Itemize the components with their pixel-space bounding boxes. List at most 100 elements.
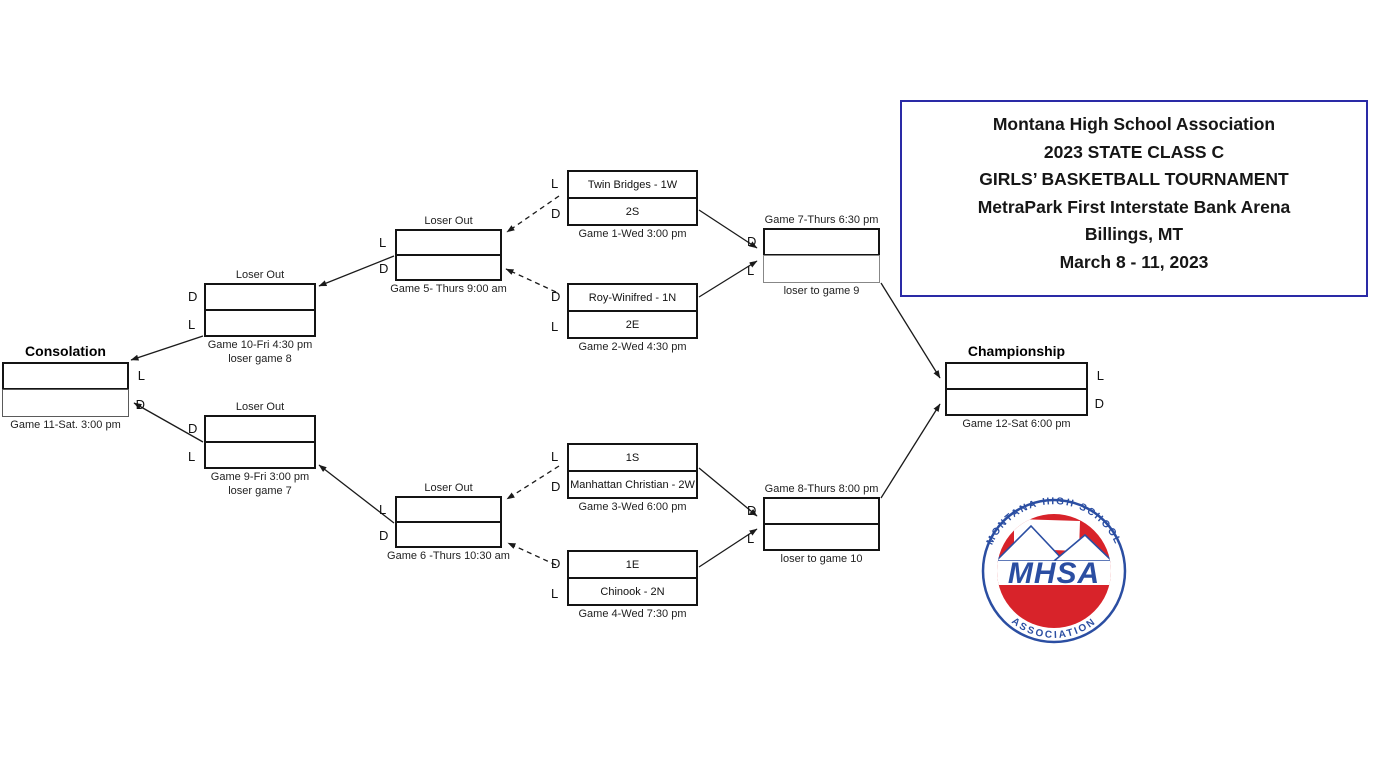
result-label-bottom: D bbox=[1094, 396, 1104, 411]
game-box: 1S Manhattan Christian - 2W L D bbox=[551, 443, 698, 499]
title-line: Montana High School Association bbox=[992, 114, 1276, 134]
result-label-top: L bbox=[551, 449, 559, 464]
result-label-top: D bbox=[188, 421, 198, 436]
logo-white-band bbox=[997, 561, 1111, 585]
game-caption: Game 2-Wed 4:30 pm bbox=[578, 341, 687, 353]
result-label-top: D bbox=[747, 503, 757, 518]
game-header: Game 8-Thurs 8:00 pm bbox=[764, 483, 879, 495]
team-slot-bottom: Chinook - 2N bbox=[567, 577, 698, 606]
result-label-top: L bbox=[1096, 368, 1104, 383]
result-label-top: D bbox=[747, 234, 757, 249]
game-box: Twin Bridges - 1W 2S L D bbox=[551, 170, 698, 226]
team-slot-bottom bbox=[395, 254, 502, 281]
game-caption: Game 6 -Thurs 10:30 am bbox=[387, 550, 510, 562]
team-slot-top: Twin Bridges - 1W bbox=[567, 170, 698, 199]
result-label-top: L bbox=[551, 176, 559, 191]
game-caption: Game 4-Wed 7:30 pm bbox=[578, 608, 687, 620]
team-slot-top: 1E bbox=[567, 550, 698, 579]
team-slot-bottom bbox=[945, 388, 1088, 416]
team-slot-bottom: 2S bbox=[567, 197, 698, 226]
team-slot-top bbox=[945, 362, 1088, 390]
result-label-bottom: L bbox=[747, 531, 755, 546]
game-9: Loser Out D L Game 9-Fri 3:00 pm loser g… bbox=[188, 401, 316, 497]
round-title: Consolation bbox=[25, 343, 106, 359]
game-4: 1E Chinook - 2N D L Game 4-Wed 7:30 pm bbox=[551, 550, 698, 620]
game-5: Loser Out L D Game 5- Thurs 9:00 am bbox=[379, 215, 507, 295]
team-slot-bottom bbox=[2, 389, 129, 417]
result-label-top: L bbox=[379, 235, 387, 250]
game-1: Twin Bridges - 1W 2S L D Game 1-Wed 3:00… bbox=[551, 170, 698, 240]
tournament-title-panel: Montana High School Association 2023 STA… bbox=[900, 100, 1368, 297]
game-box: L D bbox=[2, 362, 145, 417]
game-caption: Game 5- Thurs 9:00 am bbox=[390, 283, 507, 295]
mhsa-monogram: MHSA bbox=[1008, 557, 1100, 590]
team-slot-bottom: Manhattan Christian - 2W bbox=[567, 470, 698, 499]
team-slot-top bbox=[204, 415, 316, 443]
game-6: Loser Out L D Game 6 -Thurs 10:30 am bbox=[379, 482, 510, 562]
result-label-bottom: L bbox=[188, 449, 196, 464]
result-label-bottom: L bbox=[188, 317, 196, 332]
game-header: Loser Out bbox=[235, 401, 285, 413]
game-box: D L bbox=[747, 228, 880, 283]
result-label-top: L bbox=[379, 502, 387, 517]
game-note: loser to game 9 bbox=[783, 285, 860, 297]
result-label-top: D bbox=[551, 289, 561, 304]
result-label-bottom: L bbox=[551, 586, 559, 601]
team-slot-bottom bbox=[204, 309, 316, 337]
title-line: March 8 - 11, 2023 bbox=[1059, 251, 1209, 272]
result-label-bottom: D bbox=[551, 206, 561, 221]
game-box: L D bbox=[379, 496, 502, 548]
team-slot-bottom bbox=[763, 523, 880, 551]
loser-connectors bbox=[505, 195, 560, 566]
team-slot-top bbox=[395, 496, 502, 523]
game-2: Roy-Winifred - 1N 2E D L Game 2-Wed 4:30… bbox=[551, 283, 698, 353]
game-header: Loser Out bbox=[424, 215, 473, 227]
game-box: D L bbox=[747, 497, 880, 551]
game-caption: Game 1-Wed 3:00 pm bbox=[578, 228, 687, 240]
result-label-top: L bbox=[137, 368, 145, 383]
title-line: Billings, MT bbox=[1084, 224, 1184, 244]
game-box: D L bbox=[188, 283, 316, 337]
mhsa-logo: MONTANA HIGH SCHOOL ASSOCIATION MHSA bbox=[981, 496, 1127, 644]
title-line: MetraPark First Interstate Bank Arena bbox=[977, 196, 1291, 217]
game-caption: Game 12-Sat 6:00 pm bbox=[962, 418, 1071, 430]
game-7: Game 7-Thurs 6:30 pm D L loser to game 9 bbox=[747, 214, 880, 297]
result-label-bottom: L bbox=[747, 263, 755, 278]
game-note: loser game 7 bbox=[228, 485, 292, 497]
team-slot-top bbox=[204, 283, 316, 311]
game-note: loser game 8 bbox=[228, 353, 292, 365]
team-slot-bottom bbox=[204, 441, 316, 469]
game-box: L D bbox=[945, 362, 1104, 416]
game-caption: Game 3-Wed 6:00 pm bbox=[578, 501, 687, 513]
game-caption: Game 11-Sat. 3:00 pm bbox=[10, 419, 121, 431]
game-box: L D bbox=[379, 229, 502, 281]
game-caption: Game 10-Fri 4:30 pm bbox=[207, 339, 313, 351]
team-slot-bottom: 2E bbox=[567, 310, 698, 339]
team-slot-bottom bbox=[395, 521, 502, 548]
game-box: D L bbox=[188, 415, 316, 469]
team-slot-top: Roy-Winifred - 1N bbox=[567, 283, 698, 312]
team-slot-top bbox=[395, 229, 502, 256]
result-label-bottom: D bbox=[379, 528, 389, 543]
game-caption: Game 9-Fri 3:00 pm bbox=[210, 471, 310, 483]
game-header: Loser Out bbox=[235, 269, 285, 281]
team-slot-top bbox=[763, 228, 880, 256]
title-line: 2023 STATE CLASS C bbox=[1043, 141, 1225, 162]
result-label-bottom: D bbox=[379, 261, 389, 276]
team-slot-top: 1S bbox=[567, 443, 698, 472]
game-header: Game 7-Thurs 6:30 pm bbox=[764, 214, 879, 226]
game-note: loser to game 10 bbox=[780, 553, 863, 565]
game-12-championship: Championship L D Game 12-Sat 6:00 pm bbox=[945, 343, 1104, 430]
result-label-top: D bbox=[551, 556, 561, 571]
team-slot-bottom bbox=[763, 255, 880, 283]
result-label-top: D bbox=[188, 289, 198, 304]
title-line: GIRLS’ BASKETBALL TOURNAMENT bbox=[979, 169, 1289, 189]
round-title: Championship bbox=[967, 343, 1066, 359]
team-slot-top bbox=[2, 362, 129, 390]
game-box: Roy-Winifred - 1N 2E D L bbox=[551, 283, 698, 339]
game-box: 1E Chinook - 2N D L bbox=[551, 550, 698, 606]
game-header: Loser Out bbox=[424, 482, 473, 494]
result-label-bottom: D bbox=[551, 479, 561, 494]
game-8: Game 8-Thurs 8:00 pm D L loser to game 1… bbox=[747, 483, 880, 565]
game-10: Loser Out D L Game 10-Fri 4:30 pm loser … bbox=[188, 269, 316, 365]
